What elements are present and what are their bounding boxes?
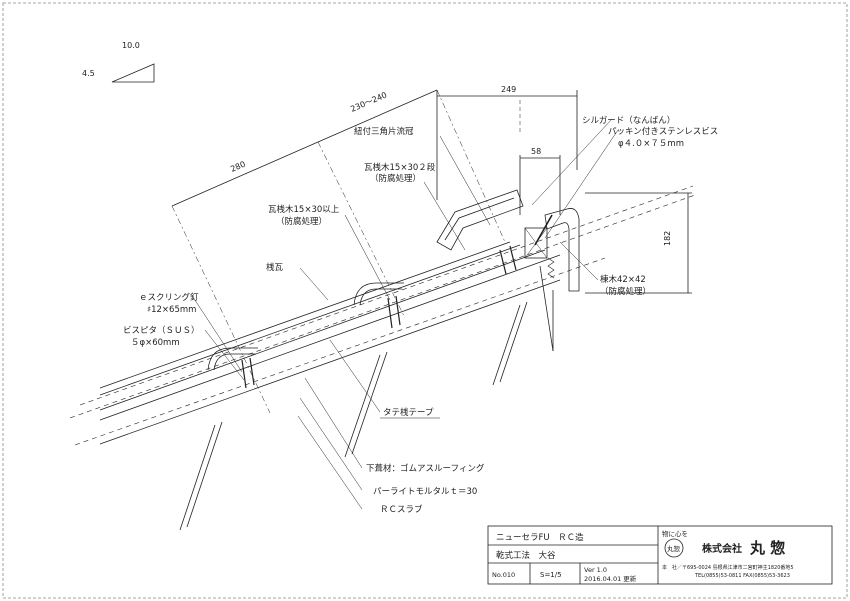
vertical-tape-label: タテ桟テープ [383, 407, 434, 418]
packing-screw-label: パッキン付きステンレスビス [608, 126, 718, 137]
leader [544, 129, 619, 239]
tile-hook [207, 347, 258, 371]
leader [192, 296, 243, 373]
company-name: 丸 惣 [749, 539, 785, 557]
batten-two-label: 瓦桟木15×30２段 [364, 162, 436, 173]
dim-240-ext [317, 141, 406, 319]
roof-section [69, 89, 696, 531]
dim-280 [171, 141, 319, 207]
leader [344, 214, 391, 301]
nail-group [241, 245, 517, 389]
slab-stub [539, 265, 554, 352]
dim-240 [317, 89, 438, 143]
batten-two-note: （防腐処理） [370, 173, 421, 184]
rc-slab-top [99, 254, 561, 421]
slab-rib [186, 421, 223, 528]
title-block [487, 525, 833, 585]
ridge-wood-label: 棟木42×42 [600, 274, 646, 285]
bispita-size: ５φ×60mm [131, 338, 180, 348]
dim-182-label: 182 [663, 231, 672, 246]
company-logo [664, 538, 684, 558]
tile-line-2 [99, 241, 511, 389]
packing-screw-size: φ４.０×７５mm [618, 139, 684, 149]
leader [304, 377, 363, 469]
dim-240-label: 230～240 [349, 90, 388, 113]
mortar-top [99, 249, 546, 411]
leader [423, 181, 466, 251]
dim-58-label: 58 [531, 147, 541, 156]
slab-rib [179, 424, 216, 531]
slope-guide-line [79, 185, 694, 406]
ring-nail-size: ♯12×65mm [147, 305, 196, 315]
bispita-label: ビスピタ（ＳＵＳ） [123, 325, 200, 336]
title-scale: S=1/5 [540, 571, 562, 579]
ridge-tile-label: 桟瓦 [266, 262, 284, 273]
ridge-cap [436, 189, 524, 251]
ridge-wood-note: （防腐処理） [600, 286, 651, 297]
mortar-label: パーライトモルタルｔ＝30 [373, 487, 477, 497]
company-address: 本 社／〒695-0024 島根県江津市二宮町神主1820番地5 [662, 564, 794, 571]
tile-hook [359, 288, 402, 306]
title-number: No.010 [492, 571, 515, 579]
ridge-cap-inner [444, 197, 515, 241]
leader [204, 329, 245, 381]
company-motto: 物に心を [662, 529, 688, 538]
batten-15-note: （防腐処理） [276, 216, 327, 227]
slope-rise-label: 4.5 [82, 69, 95, 78]
ridge-zigzag [547, 257, 555, 279]
leader [559, 241, 599, 281]
rc-slab-label: ＲＣスラブ [380, 504, 423, 515]
title-product: ニューセラFU ＲＣ造 [496, 532, 584, 543]
cord-triangle-label: 紐付三角片流冠 [354, 126, 414, 137]
slope-guide-line [74, 257, 606, 446]
leader [531, 118, 613, 206]
dim-249-label: 249 [501, 85, 516, 94]
logo-mark: 丸惣 [667, 544, 681, 553]
slab-rib [492, 304, 521, 386]
underlay-label: 下葺材：ゴムアスルーフィング [366, 463, 485, 474]
tile-hook [353, 282, 404, 306]
ring-nail-label: ｅスクリング釘 [139, 292, 199, 303]
title-method: 乾式工法 大谷 [496, 550, 556, 561]
batten-15-label: 瓦桟木15×30以上 [268, 204, 340, 215]
leader [297, 415, 363, 510]
slope-indicator [111, 63, 155, 83]
slope-guide-line [69, 194, 696, 419]
title-date: 2016.04.01 更新 [584, 574, 637, 583]
rc-slab-bottom [99, 279, 561, 445]
leader [439, 135, 491, 226]
slab-rib [351, 351, 388, 455]
company-prefix: 株式会社 [702, 542, 742, 555]
ridge-hood [544, 208, 580, 292]
leader [329, 339, 381, 413]
slope-run-label: 10.0 [122, 41, 140, 50]
dim-top-ext [436, 89, 506, 243]
slab-rib [499, 301, 528, 383]
dim-280-label: 280 [229, 160, 247, 174]
sill-guard-label: シルガード（なんばん） [582, 115, 675, 126]
dim-280-ext [171, 205, 271, 414]
slab-rib [344, 354, 381, 458]
tile-line-1 [99, 244, 521, 396]
leader [299, 267, 329, 301]
leader [299, 397, 363, 491]
title-version: Ver 1.0 [584, 566, 607, 574]
company-tel: TEL(0855)53-0811 FAX(0855)53-3623 [694, 573, 790, 579]
packing-screw [534, 214, 553, 246]
ridge-wood [524, 227, 548, 259]
